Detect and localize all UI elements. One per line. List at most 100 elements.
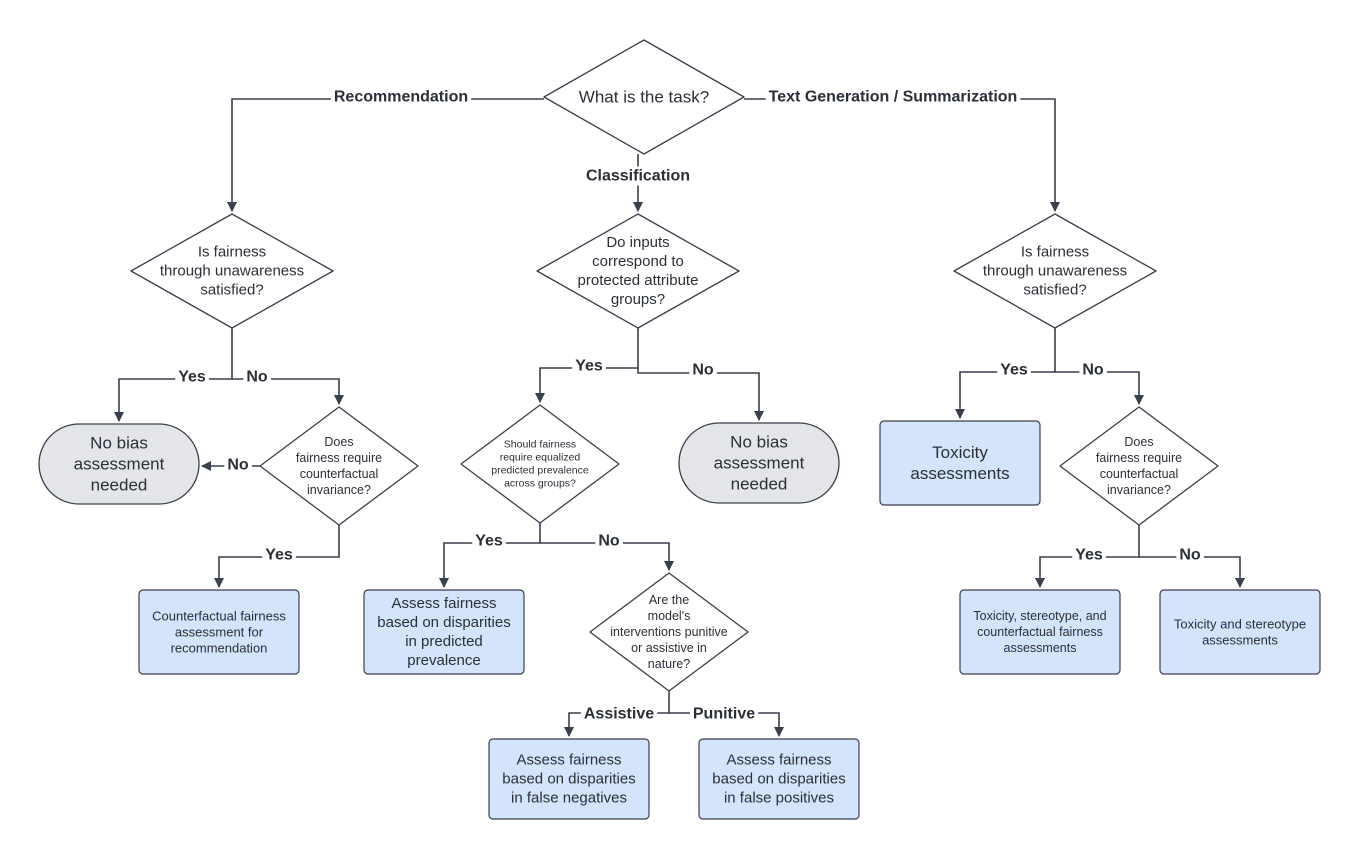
edge-label-text: Yes — [1000, 362, 1028, 379]
node-text-line: fairness require — [1096, 451, 1182, 465]
terminal-pill — [678, 422, 840, 504]
edge-label-text: Yes — [575, 358, 603, 375]
decision-diamond — [460, 404, 620, 524]
node-text-line: assessment — [714, 454, 805, 473]
node-text-line: recommendation — [171, 641, 268, 656]
edge-label-background — [582, 166, 694, 186]
node-text-line: in predicted — [405, 633, 483, 650]
node-text-line: assessments — [910, 464, 1009, 483]
edge-label-text-generation-summarization: Text Generation / Summarization — [765, 87, 1021, 107]
task-decision: What is the task? — [543, 39, 745, 155]
edge-label-text: Assistive — [584, 706, 654, 723]
connector-cls_equalized-to-cls_punitive_q — [540, 542, 674, 571]
node-text-line: invariance? — [1107, 483, 1171, 497]
outcome-box — [488, 738, 650, 820]
node-text-line: Assess fairness — [516, 752, 621, 769]
outcome-box — [363, 589, 525, 675]
node-text-line: Are the — [649, 593, 689, 607]
node-text-line: nature? — [648, 657, 690, 671]
outcome-box — [698, 738, 860, 820]
decision-diamond — [259, 406, 419, 526]
node-text-line: predicted prevalence — [491, 465, 589, 477]
node-text-line: Do inputs — [606, 234, 669, 251]
node-text-line: in false negatives — [511, 790, 627, 807]
edge-label-no: No — [224, 455, 252, 475]
node-text-line: based on disparities — [377, 614, 510, 631]
edge-label-background — [175, 367, 209, 387]
node-text-line: No bias — [730, 433, 788, 452]
decision-diamond — [543, 39, 745, 155]
node-text-line: invariance? — [307, 483, 371, 497]
edge-label-yes: Yes — [1072, 545, 1106, 565]
edge-label-assistive: Assistive — [580, 704, 658, 724]
node-text-line: Toxicity, stereotype, and — [973, 609, 1106, 623]
edge-label-yes: Yes — [175, 367, 209, 387]
edge-label-background — [262, 545, 296, 565]
edge-label-text: Classification — [586, 168, 690, 185]
edge-label-background — [224, 455, 252, 475]
node-text-line: assessment for — [175, 625, 264, 640]
node-text-line: counterfactual — [300, 467, 379, 481]
edge-label-text: Yes — [178, 369, 206, 386]
connector-task-to-txt_ftu — [744, 98, 1060, 212]
node-text-line: groups? — [611, 291, 665, 308]
node-text-line: based on disparities — [712, 771, 845, 788]
node-text-line: Is fairness — [1021, 244, 1089, 261]
outcome-box — [1159, 589, 1321, 675]
node-text-line: satisfied? — [200, 282, 263, 299]
node-text-line: Toxicity and stereotype — [1174, 617, 1306, 632]
edge-label-text: No — [1082, 362, 1104, 379]
decision-diamond — [589, 572, 749, 692]
edge-label-background — [689, 704, 759, 724]
outcome-box — [138, 589, 300, 675]
edge-label-background — [472, 531, 506, 551]
node-text-line: What is the task? — [579, 88, 709, 107]
outcome-box — [959, 589, 1121, 675]
node-text-line: assessment — [74, 455, 165, 474]
node-text-line: correspond to — [592, 253, 684, 270]
node-text-line: based on disparities — [502, 771, 635, 788]
connector-task-to-rec_ftu — [227, 98, 544, 212]
edge-label-yes: Yes — [997, 360, 1031, 380]
node-text-line: across groups? — [504, 478, 576, 490]
node-text-line: No bias — [90, 434, 148, 453]
node-text-line: assessments — [1004, 641, 1077, 655]
decision-diamond — [953, 213, 1157, 329]
edge-label-background — [1079, 360, 1107, 380]
node-text-line: require equalized — [500, 452, 581, 464]
edge-label-text: Yes — [1075, 547, 1103, 564]
edge-label-text: Text Generation / Summarization — [769, 89, 1018, 106]
decision-diamond — [1059, 406, 1219, 526]
edge-label-background — [243, 367, 271, 387]
edge-label-text: Punitive — [693, 706, 755, 723]
edge-label-background — [997, 360, 1031, 380]
edge-label-text: Yes — [265, 547, 293, 564]
edge-label-no: No — [595, 531, 623, 551]
edge-label-text: No — [246, 369, 268, 386]
edge-label-recommendation: Recommendation — [330, 87, 472, 107]
node-text-line: prevalence — [407, 652, 480, 669]
node-text-line: needed — [731, 475, 788, 494]
node-text-line: counterfactual fairness — [977, 625, 1103, 639]
node-text-line: Should fairness — [504, 439, 576, 451]
edge-label-no: No — [243, 367, 271, 387]
node-text-line: protected attribute — [578, 272, 699, 289]
decision-diamond — [536, 213, 740, 329]
node-text-line: model's — [648, 609, 691, 623]
edge-label-no: No — [689, 360, 717, 380]
node-text-line: or assistive in — [631, 641, 707, 655]
edge-label-yes: Yes — [262, 545, 296, 565]
node-text-line: Is fairness — [198, 244, 266, 261]
edge-label-text: No — [692, 362, 714, 379]
edge-label-text: No — [598, 533, 620, 550]
